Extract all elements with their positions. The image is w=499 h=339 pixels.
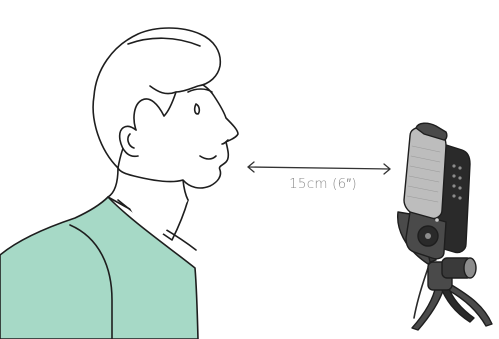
mic-grille <box>404 127 446 218</box>
neck-back-line <box>108 168 118 197</box>
mic-gain-dial-center <box>425 233 431 239</box>
distance-label: 15cm (6″) <box>268 176 378 192</box>
arrow-shaft <box>248 167 390 169</box>
person-profile-icon <box>0 28 238 339</box>
mic-led <box>435 218 439 222</box>
double-headed-arrow-icon <box>248 162 390 174</box>
mic-stand-knob-cap <box>464 258 476 278</box>
studio-microphone-icon <box>398 123 492 330</box>
